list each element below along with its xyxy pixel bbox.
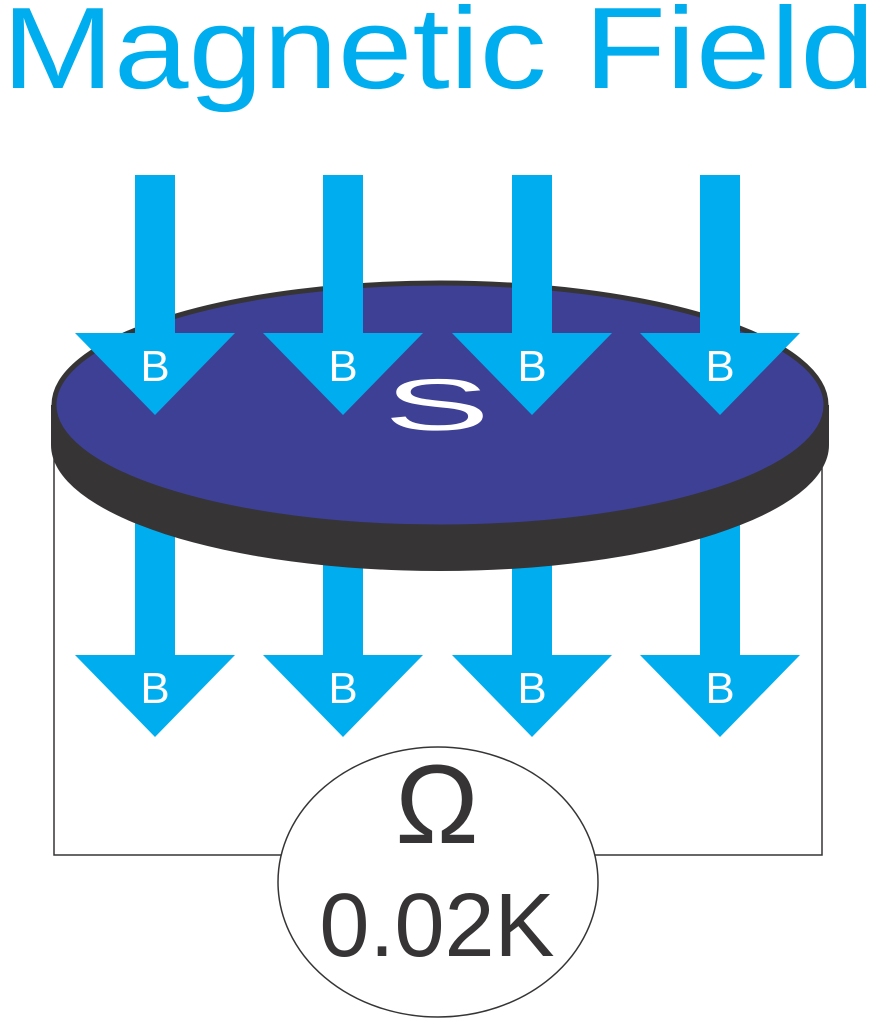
arrow-head xyxy=(263,655,423,737)
magnet xyxy=(51,280,829,571)
arrow-shaft xyxy=(135,175,175,335)
arrow-head xyxy=(75,333,235,415)
field-label-b: B xyxy=(705,342,734,391)
field-label-b: B xyxy=(517,664,546,713)
arrow-shaft xyxy=(512,175,552,335)
field-arrow-top: B xyxy=(640,175,800,415)
field-arrow-top: B xyxy=(452,175,612,415)
magnet-pole-label: S xyxy=(384,364,490,445)
arrow-head xyxy=(640,655,800,737)
arrow-shaft xyxy=(323,175,363,335)
magnet-top xyxy=(51,280,829,530)
arrow-head xyxy=(452,333,612,415)
field-arrow-top: B xyxy=(263,175,423,415)
ohmmeter: Ω 0.02K xyxy=(277,742,599,1018)
arrow-head xyxy=(640,333,800,415)
field-label-b: B xyxy=(328,342,357,391)
resistance-reading: 0.02K xyxy=(319,876,554,976)
field-label-b: B xyxy=(140,664,169,713)
field-label-b: B xyxy=(328,664,357,713)
field-label-b: B xyxy=(705,664,734,713)
field-arrow-top: B xyxy=(75,175,235,415)
arrow-head xyxy=(263,333,423,415)
field-label-b: B xyxy=(517,342,546,391)
arrow-shaft xyxy=(700,175,740,335)
arrow-head xyxy=(452,655,612,737)
field-label-b: B xyxy=(140,342,169,391)
ohmmeter-body xyxy=(277,746,599,1018)
diagram-title: Magnetic Field xyxy=(2,0,875,113)
field-arrow-bottom: B xyxy=(263,500,423,737)
arrow-head xyxy=(75,655,235,737)
ohm-symbol: Ω xyxy=(395,742,479,867)
